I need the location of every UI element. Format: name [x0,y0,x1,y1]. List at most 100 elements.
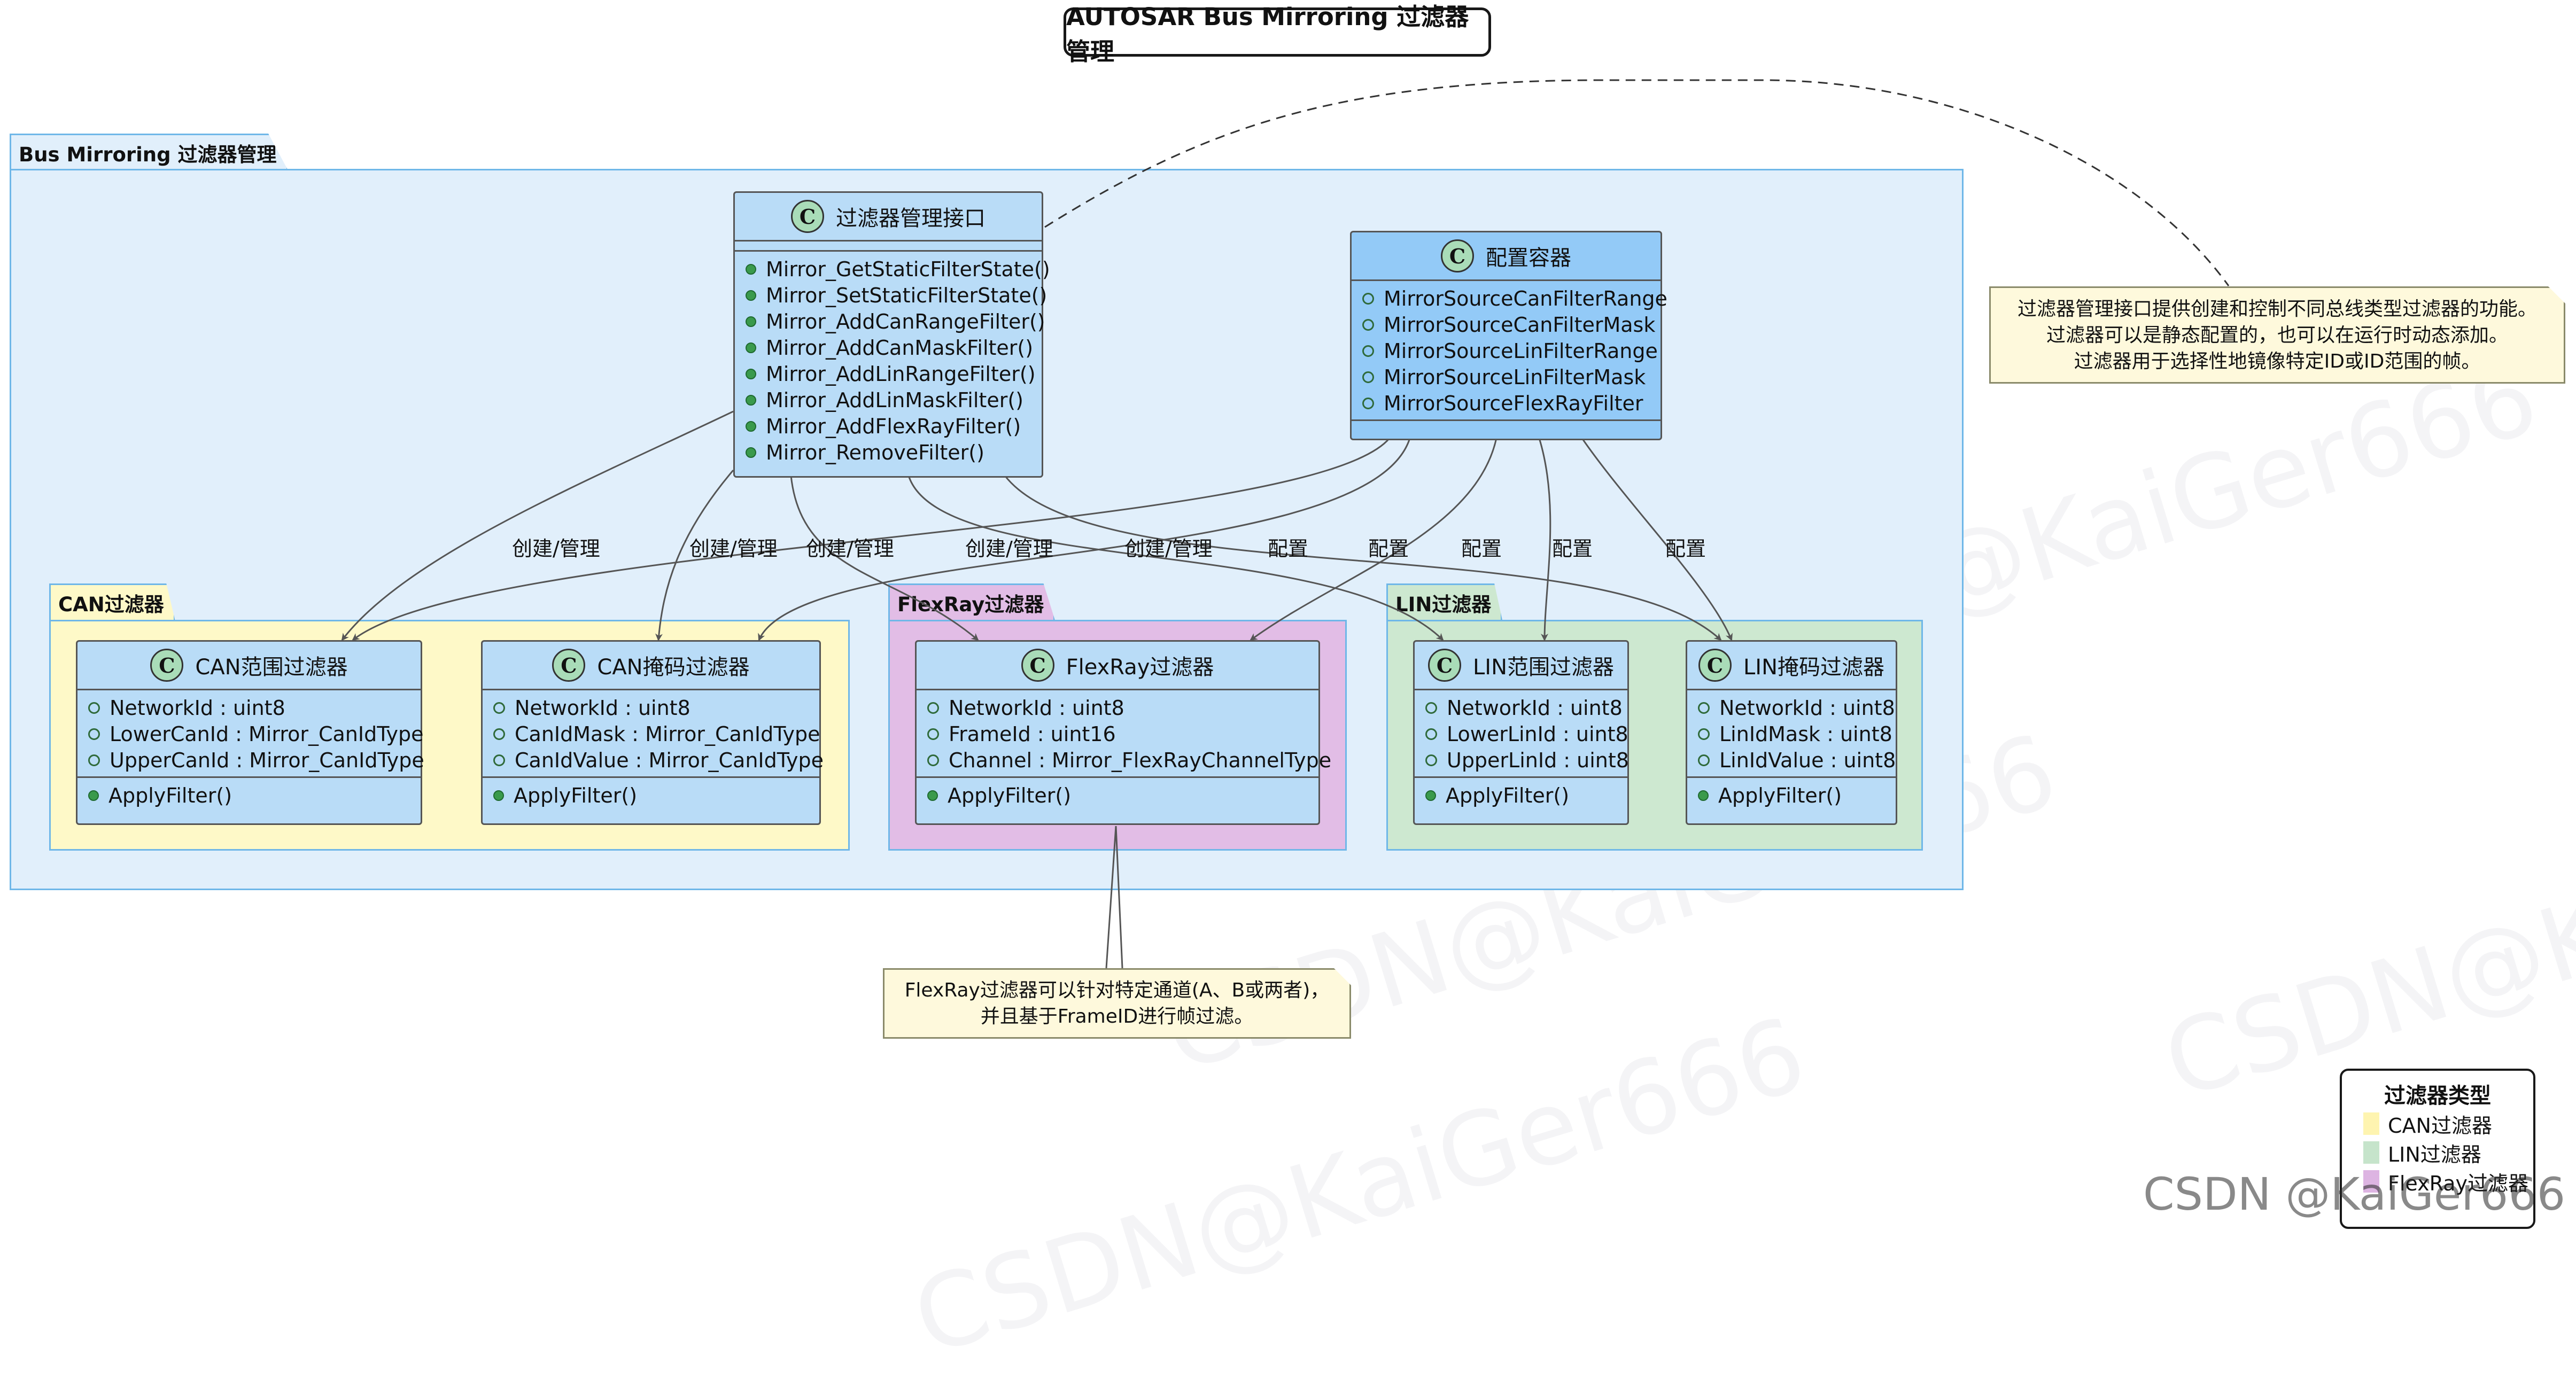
attribute: MirrorSourceLinFilterMask [1352,364,1661,390]
operation: ApplyFilter() [917,782,1318,808]
operation-list: ApplyFilter() [77,776,421,812]
class-can-range-filter: C CAN范围过滤器 NetworkId : uint8 LowerCanId … [76,640,424,825]
operation: Mirror_RemoveFilter() [735,439,1042,465]
public-attribute-icon [1362,292,1374,305]
attribute: MirrorSourceLinFilterRange [1352,338,1661,364]
edge-label-config-lin-range: 配置 [1552,537,1593,560]
class-name: 配置容器 [1486,246,1571,270]
legend-item-lin: LIN过滤器 [2342,1138,2533,1167]
public-attribute-icon [88,754,100,766]
credit-watermark: CSDN @KaiGer666 [2143,1168,2566,1220]
attribute: NetworkId : uint8 [1687,695,1896,721]
legend: 过滤器类型 CAN过滤器 LIN过滤器 FlexRay过滤器 [2340,1069,2535,1229]
public-operation-icon [88,790,99,801]
class-name: LIN范围过滤器 [1472,655,1614,680]
package-tab-can: CAN过滤器 [49,583,175,621]
public-attribute-icon [1362,345,1374,357]
class-header: C 过滤器管理接口 [735,193,1042,242]
note-line: FlexRay过滤器可以针对特定通道(A、B或两者)， [904,979,1330,1001]
public-attribute-icon [1698,754,1710,766]
class-config-container: C 配置容器 MirrorSourceCanFilterRange Mirror… [1350,231,1667,440]
operation-list: ApplyFilter() [1687,776,1896,812]
attribute-list: NetworkId : uint8 FrameId : uint16 Chann… [917,690,1331,776]
edge-label-config-can-range: 配置 [1268,537,1309,560]
edge-label-create-lin-mask: 创建/管理 [1124,537,1213,560]
attribute: MirrorSourceCanFilterRange [1352,285,1667,312]
class-can-mask-filter: C CAN掩码过滤器 NetworkId : uint8 CanIdMask :… [481,640,824,825]
note-fold-icon [1334,968,1351,985]
attribute: NetworkId : uint8 [77,695,421,721]
public-attribute-icon [1425,702,1437,714]
operation-list: ApplyFilter() [917,776,1318,812]
attribute-list: NetworkId : uint8 CanIdMask : Mirror_Can… [483,690,824,776]
class-filter-interface: C 过滤器管理接口 Mirror_GetStaticFilterState() … [733,191,1050,478]
attribute: LowerLinId : uint8 [1415,721,1628,747]
operation-list: ApplyFilter() [1415,776,1627,812]
class-icon: C [1427,649,1461,682]
operation: Mirror_AddCanRangeFilter() [735,308,1045,334]
public-attribute-icon [88,702,100,714]
diagram-canvas: CSDN@KaiGer666 CSDN@KaiGer666 CSDN@KaiGe… [10,3,2576,1378]
attribute: NetworkId : uint8 [917,695,1318,721]
edge-create-can-range [341,410,734,641]
public-attribute-icon [1362,397,1374,409]
attribute: MirrorSourceFlexRayFilter [1352,390,1661,416]
class-header: C LIN掩码过滤器 [1687,642,1896,690]
class-lin-mask-filter: C LIN掩码过滤器 NetworkId : uint8 LinIdMask :… [1686,640,1897,825]
public-operation-icon [927,790,938,801]
operation-list: Mirror_GetStaticFilterState() Mirror_Set… [735,252,1050,469]
note-line: 过滤器管理接口提供创建和控制不同总线类型过滤器的功能。 [2017,298,2537,320]
attribute: Channel : Mirror_FlexRayChannelType [917,747,1331,773]
public-operation-icon [746,394,756,406]
public-attribute-icon [88,728,100,740]
note-line: 过滤器用于选择性地镜像特定ID或ID范围的帧。 [2074,350,2481,372]
legend-swatch [2363,1112,2379,1135]
attribute: UpperCanId : Mirror_CanIdType [77,747,424,773]
attribute: LinIdValue : uint8 [1687,747,1896,773]
attribute-list: NetworkId : uint8 LinIdMask : uint8 LinI… [1687,690,1896,776]
operation: Mirror_GetStaticFilterState() [735,256,1050,282]
operation: Mirror_SetStaticFilterState() [735,282,1047,308]
note-flexray: FlexRay过滤器可以针对特定通道(A、B或两者)， 并且基于FrameID进… [883,968,1351,1039]
public-attribute-icon [1425,754,1437,766]
edge-label-config-can-mask: 配置 [1368,537,1409,560]
public-operation-icon [746,290,756,301]
attribute-list: MirrorSourceCanFilterRange MirrorSourceC… [1352,281,1667,419]
legend-title: 过滤器类型 [2384,1084,2491,1108]
operation: Mirror_AddLinMaskFilter() [735,387,1042,413]
edge-label-create-can-range: 创建/管理 [512,537,600,560]
edge-label-create-flexray: 创建/管理 [806,537,894,560]
attribute: CanIdValue : Mirror_CanIdType [483,747,824,773]
class-header: C FlexRay过滤器 [917,642,1318,690]
public-attribute-icon [493,728,505,740]
class-icon: C [1021,649,1054,682]
operation: ApplyFilter() [77,782,421,808]
legend-swatch [2363,1141,2379,1164]
class-header: C 配置容器 [1352,232,1661,281]
class-icon: C [1441,239,1474,273]
note-fold-icon [2548,286,2565,303]
public-attribute-icon [1425,728,1437,740]
edge-config-flexray [1250,438,1498,641]
class-icon: C [791,200,824,233]
class-header: C CAN范围过滤器 [77,642,421,690]
attribute: NetworkId : uint8 [483,695,819,721]
attribute: MirrorSourceCanFilterMask [1352,312,1661,338]
class-lin-range-filter: C LIN范围过滤器 NetworkId : uint8 LowerLinId … [1413,640,1629,825]
attribute: LinIdMask : uint8 [1687,721,1896,747]
attribute: CanIdMask : Mirror_CanIdType [483,721,820,747]
edge-create-lin-mask [1004,475,1722,641]
public-attribute-icon [927,702,939,714]
class-name: CAN掩码过滤器 [597,655,750,680]
connectors [341,79,2230,969]
note-anchor-line [1044,79,2230,286]
note-filter-interface: 过滤器管理接口提供创建和控制不同总线类型过滤器的功能。 过滤器可以是静态配置的，… [1989,286,2565,384]
public-attribute-icon [493,754,505,766]
class-icon: C [150,649,184,682]
public-attribute-icon [1698,702,1710,714]
public-operation-icon [746,342,756,353]
edge-label-config-lin-mask: 配置 [1665,537,1706,560]
edge-config-lin-mask [1581,438,1733,641]
operation: Mirror_AddCanMaskFilter() [735,334,1042,361]
class-header: C CAN掩码过滤器 [483,642,819,690]
